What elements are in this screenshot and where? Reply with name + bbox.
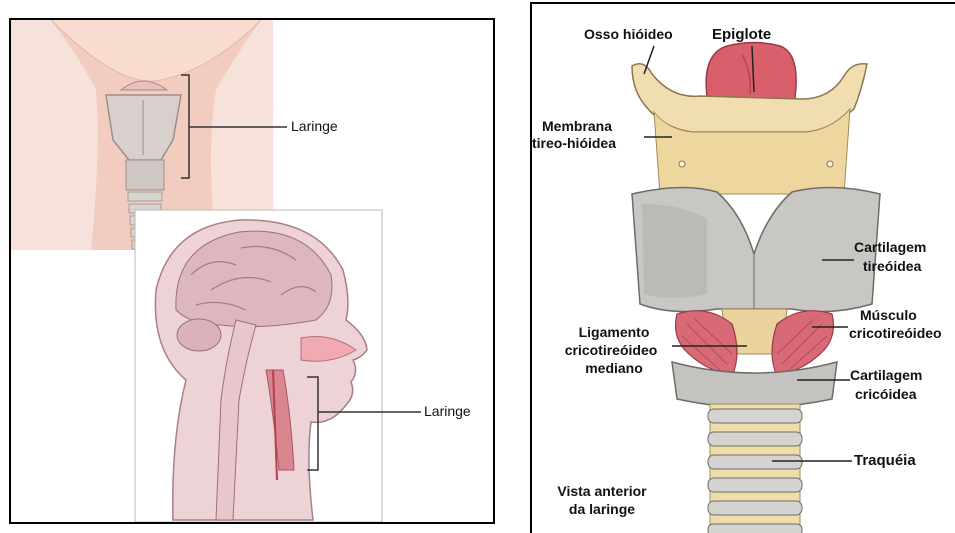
- neck-larynx-label: Laringe: [291, 118, 338, 134]
- trachea-label: Traquéia: [854, 452, 916, 469]
- cricoid-cartilage-label-line2: cricóidea: [855, 386, 916, 402]
- laryngeal-location-illustration: [11, 20, 493, 522]
- median-ligament-label-line2: cricotireóideo: [546, 342, 676, 358]
- cricothyroid-muscle-label-line1: Músculo: [860, 307, 917, 323]
- cricoid-cartilage-shape: [672, 362, 837, 408]
- left-illustration-panel: Laringe Laringe: [9, 18, 495, 524]
- view-caption-line1: Vista anterior: [542, 483, 662, 499]
- thyroid-cartilage-label-line2: tireóidea: [863, 258, 921, 274]
- trachea-shape: [708, 404, 802, 533]
- thyrohyoid-membrane-label-line1: Membrana: [542, 118, 612, 134]
- hyoid-bone-label: Osso hióideo: [584, 26, 673, 42]
- thyroid-cartilage-label-line1: Cartilagem: [854, 239, 926, 255]
- median-ligament-label-line1: Ligamento: [554, 324, 674, 340]
- cricothyroid-muscle-label-line2: cricotireóideo: [849, 325, 942, 341]
- median-ligament-label-line3: mediano: [554, 360, 674, 376]
- view-caption-line2: da laringe: [542, 501, 662, 517]
- cricoid-cartilage-label-line1: Cartilagem: [850, 367, 922, 383]
- thyrohyoid-membrane-label-line2: tireo-hióidea: [532, 135, 616, 151]
- head-larynx-label: Laringe: [424, 403, 471, 419]
- epiglottis-label: Epiglote: [712, 26, 771, 43]
- right-illustration-panel: Osso hióideo Epiglote Membrana tireo-hió…: [530, 2, 955, 533]
- epiglottis-shape: [706, 43, 796, 105]
